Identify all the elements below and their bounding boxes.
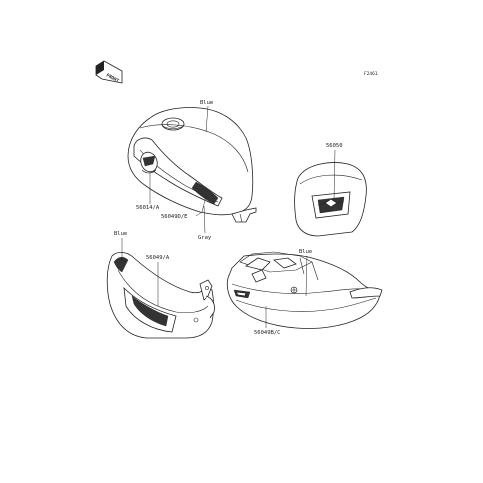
fender-color-leader [305, 255, 308, 297]
seat-emblem-part-label: 56050 [326, 143, 343, 149]
tank-emblem-part-label: 56014/A [136, 205, 160, 211]
fuel-tank [127, 107, 257, 223]
side-cover-color-label: Blue [114, 231, 127, 237]
fender-color-label: Blue [299, 249, 312, 255]
side-cover [106, 252, 215, 339]
tank-emblem [140, 151, 158, 174]
tank-trim-leader [203, 205, 206, 234]
seat-backrest [294, 162, 367, 237]
front-direction-marker: FRONT [95, 60, 123, 84]
fender-decal-part-label: 56049B/C [254, 330, 281, 336]
tank-color-label: Blue [200, 100, 213, 106]
tank-color-leader [205, 105, 209, 133]
side-cover-decal-part-label: 56049/A [146, 255, 170, 261]
tank-trim-color-label: Gray [198, 235, 212, 241]
front-marker-label: FRONT [105, 72, 120, 84]
tank-decal-part-label: 56049D/E [161, 214, 188, 220]
rear-fender [226, 251, 383, 329]
figure-reference: F2461 [364, 71, 378, 77]
seat-emblem-leader [333, 149, 336, 201]
tank-decal-leader [195, 195, 207, 217]
